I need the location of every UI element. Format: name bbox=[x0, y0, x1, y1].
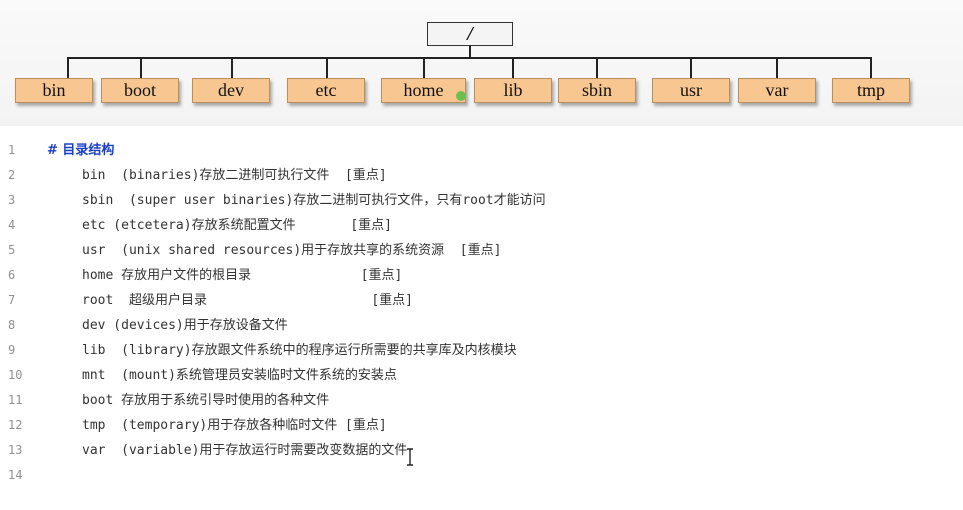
branch-sbin bbox=[596, 57, 598, 78]
branch-etc bbox=[326, 57, 328, 78]
directory-tree-diagram: / bin boot dev etc home lib sbin usr var… bbox=[0, 0, 963, 126]
dir-node-bin: bin bbox=[15, 78, 93, 103]
editor-line[interactable]: 1 # 目录结构 bbox=[0, 138, 963, 163]
editor-line[interactable]: 2 bin (binaries)存放二进制可执行文件 [重点] bbox=[0, 163, 963, 188]
line-text: etc (etcetera)存放系统配置文件 [重点] bbox=[82, 218, 393, 233]
dir-node-usr: usr bbox=[652, 78, 730, 103]
dir-node-etc: etc bbox=[287, 78, 365, 103]
line-text: root 超级用户目录 [重点] bbox=[82, 293, 413, 308]
branch-dev bbox=[231, 57, 233, 78]
line-text: bin (binaries)存放二进制可执行文件 [重点] bbox=[82, 168, 387, 183]
dir-node-tmp: tmp bbox=[832, 78, 910, 103]
branch-usr bbox=[690, 57, 692, 78]
editor-line[interactable]: 6 home 存放用户文件的根目录 [重点] bbox=[0, 263, 963, 288]
line-number: 12 bbox=[8, 418, 23, 432]
line-number: 9 bbox=[8, 343, 16, 357]
editor-line[interactable]: 13 var (variable)用于存放运行时需要改变数据的文件 bbox=[0, 438, 963, 463]
line-text: # 目录结构 bbox=[47, 143, 115, 158]
line-number: 2 bbox=[8, 168, 16, 182]
editor-line[interactable]: 9 lib (library)存放跟文件系统中的程序运行所需要的共享库及内核模块 bbox=[0, 338, 963, 363]
dir-node-lib: lib bbox=[474, 78, 552, 103]
branch-var bbox=[776, 57, 778, 78]
line-number: 7 bbox=[8, 293, 16, 307]
line-text: mnt (mount)系统管理员安装临时文件系统的安装点 bbox=[82, 368, 397, 383]
editor-line[interactable]: 5 usr (unix shared resources)用于存放共享的系统资源… bbox=[0, 238, 963, 263]
branch-bin bbox=[67, 57, 69, 78]
line-text: usr (unix shared resources)用于存放共享的系统资源 [… bbox=[82, 243, 502, 258]
line-number: 10 bbox=[8, 368, 23, 382]
line-number: 4 bbox=[8, 218, 16, 232]
editor-line[interactable]: 12 tmp (temporary)用于存放各种临时文件 [重点] bbox=[0, 413, 963, 438]
line-number: 1 bbox=[8, 143, 16, 157]
dir-node-boot: boot bbox=[101, 78, 179, 103]
line-text: var (variable)用于存放运行时需要改变数据的文件 bbox=[82, 443, 408, 458]
branch-boot bbox=[140, 57, 142, 78]
root-connector bbox=[469, 46, 471, 58]
dir-node-home: home bbox=[381, 78, 466, 103]
editor-line[interactable]: 11 boot 存放用于系统引导时使用的各种文件 bbox=[0, 388, 963, 413]
line-number: 8 bbox=[8, 318, 16, 332]
root-directory-node: / bbox=[427, 22, 513, 46]
line-text: home 存放用户文件的根目录 [重点] bbox=[82, 268, 403, 283]
editor-line[interactable]: 7 root 超级用户目录 [重点] bbox=[0, 288, 963, 313]
line-text: boot 存放用于系统引导时使用的各种文件 bbox=[82, 393, 330, 408]
line-text: tmp (temporary)用于存放各种临时文件 [重点] bbox=[82, 418, 387, 433]
editor-line[interactable]: 14 bbox=[0, 463, 963, 488]
line-text: dev (devices)用于存放设备文件 bbox=[82, 318, 288, 333]
dir-node-var: var bbox=[738, 78, 816, 103]
branch-lib bbox=[512, 57, 514, 78]
branch-tmp bbox=[870, 57, 872, 78]
text-cursor-icon bbox=[407, 448, 413, 466]
branch-home bbox=[423, 57, 425, 78]
line-number: 6 bbox=[8, 268, 16, 282]
editor-line[interactable]: 8 dev (devices)用于存放设备文件 bbox=[0, 313, 963, 338]
line-number: 13 bbox=[8, 443, 23, 457]
code-editor[interactable]: 1 # 目录结构 2 bin (binaries)存放二进制可执行文件 [重点]… bbox=[0, 130, 963, 510]
pointer-marker-icon bbox=[456, 91, 466, 101]
dir-node-dev: dev bbox=[192, 78, 270, 103]
line-number: 11 bbox=[8, 393, 23, 407]
editor-line[interactable]: 3 sbin (super user binaries)存放二进制可执行文件，只… bbox=[0, 188, 963, 213]
dir-node-sbin: sbin bbox=[558, 78, 636, 103]
editor-line[interactable]: 4 etc (etcetera)存放系统配置文件 [重点] bbox=[0, 213, 963, 238]
line-number: 14 bbox=[8, 468, 23, 482]
horizontal-connector bbox=[67, 57, 872, 59]
line-number: 5 bbox=[8, 243, 16, 257]
line-number: 3 bbox=[8, 193, 16, 207]
line-text: lib (library)存放跟文件系统中的程序运行所需要的共享库及内核模块 bbox=[82, 343, 517, 358]
editor-line[interactable]: 10 mnt (mount)系统管理员安装临时文件系统的安装点 bbox=[0, 363, 963, 388]
line-text: sbin (super user binaries)存放二进制可执行文件，只有r… bbox=[82, 193, 546, 208]
